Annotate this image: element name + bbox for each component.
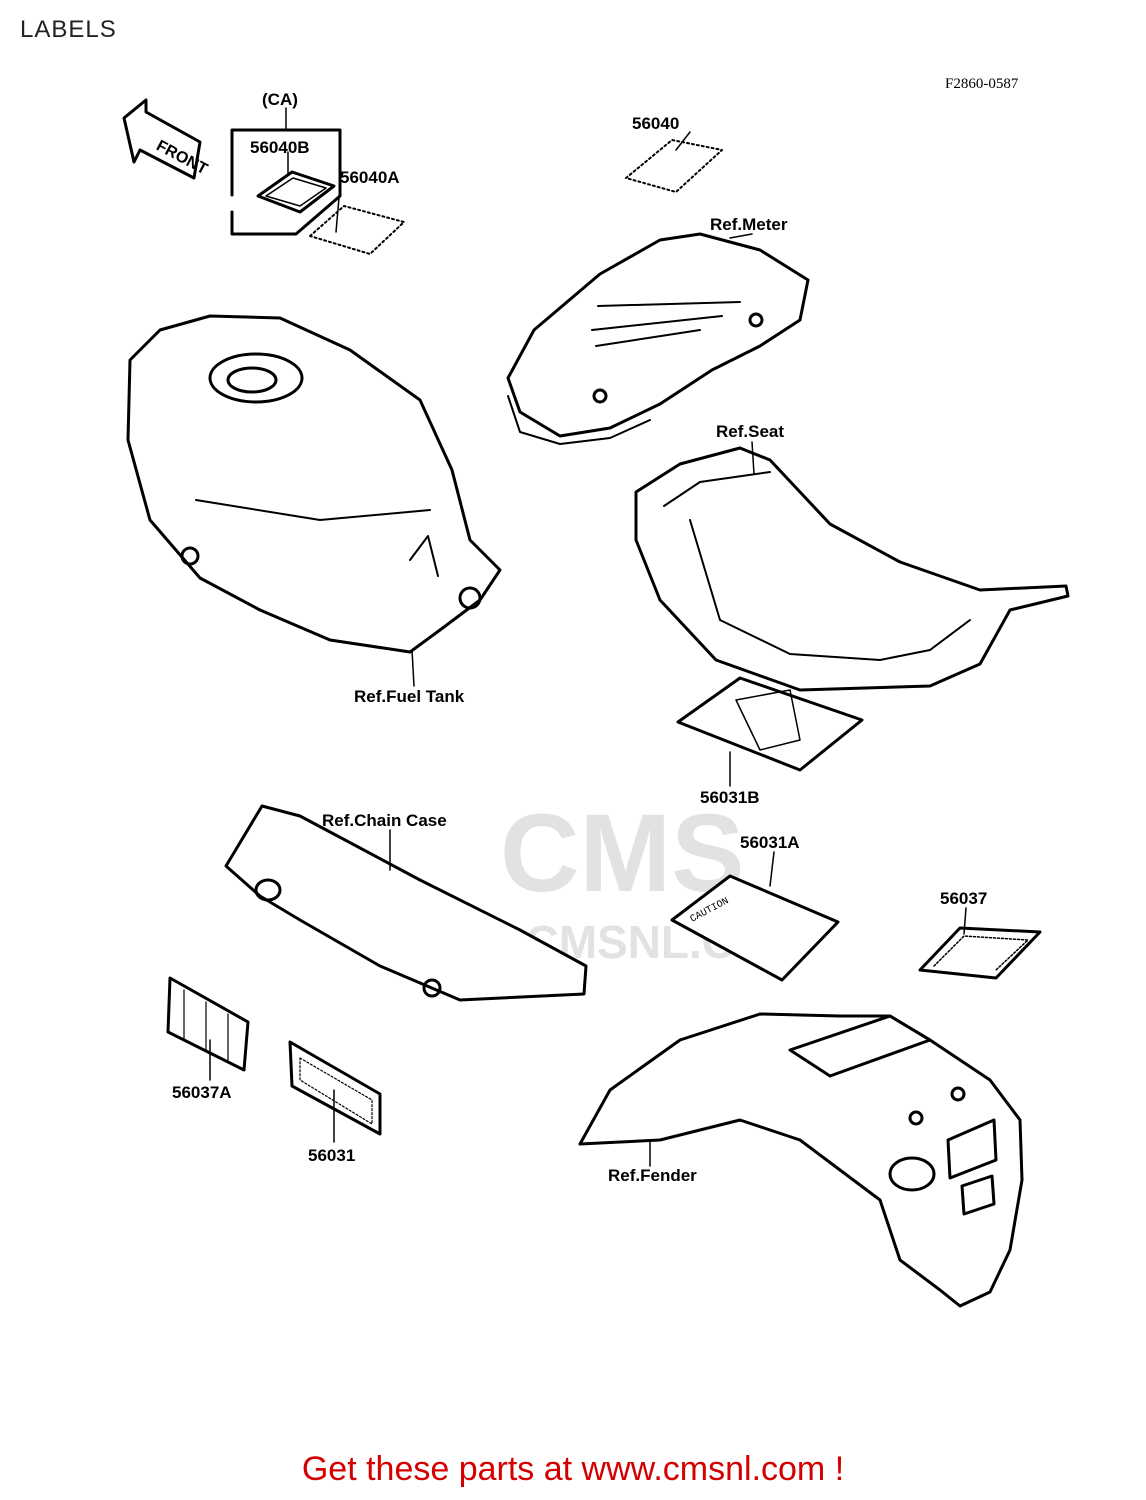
label-56031B — [676, 676, 864, 772]
callout-56031A: 56031A — [740, 833, 800, 852]
callout-ref-seat: Ref.Seat — [716, 422, 785, 441]
label-56040 — [625, 139, 723, 193]
callout-56037: 56037 — [940, 889, 988, 908]
meter-part — [506, 232, 810, 445]
seat-part — [634, 446, 1070, 692]
diagram-code: F2860-0587 — [945, 76, 1019, 92]
ca-bracket — [230, 128, 342, 236]
callout-ref-chain-case: Ref.Chain Case — [322, 811, 447, 830]
callout-56040: 56040 — [632, 114, 680, 133]
callout-ref-fender: Ref.Fender — [608, 1166, 697, 1185]
page-title: LABELS — [20, 16, 117, 43]
label-56040A — [309, 205, 405, 255]
label-56037 — [918, 926, 1042, 980]
callout-ref-fuel-tank: Ref.Fuel Tank — [354, 687, 465, 706]
leader-lines — [209, 107, 967, 1167]
fuel-tank-part — [126, 314, 502, 654]
callout-56031: 56031 — [308, 1146, 356, 1165]
callout-ref-meter: Ref.Meter — [710, 215, 788, 234]
callout-56040A: 56040A — [340, 168, 400, 187]
callout-56037A: 56037A — [172, 1083, 232, 1102]
front-arrow-icon: FRONT — [122, 98, 210, 180]
footer-parts-link[interactable]: Get these parts at www.cmsnl.com ! — [301, 1450, 845, 1488]
label-56031A: CAUTION — [670, 874, 840, 982]
fender-part — [578, 1012, 1024, 1308]
callout-56031B: 56031B — [700, 788, 760, 807]
callout-ca: (CA) — [262, 90, 298, 109]
chain-case-part — [224, 804, 588, 1002]
label-56037A — [166, 976, 250, 1072]
callout-56040B: 56040B — [250, 138, 310, 157]
label-56040B — [256, 170, 336, 214]
